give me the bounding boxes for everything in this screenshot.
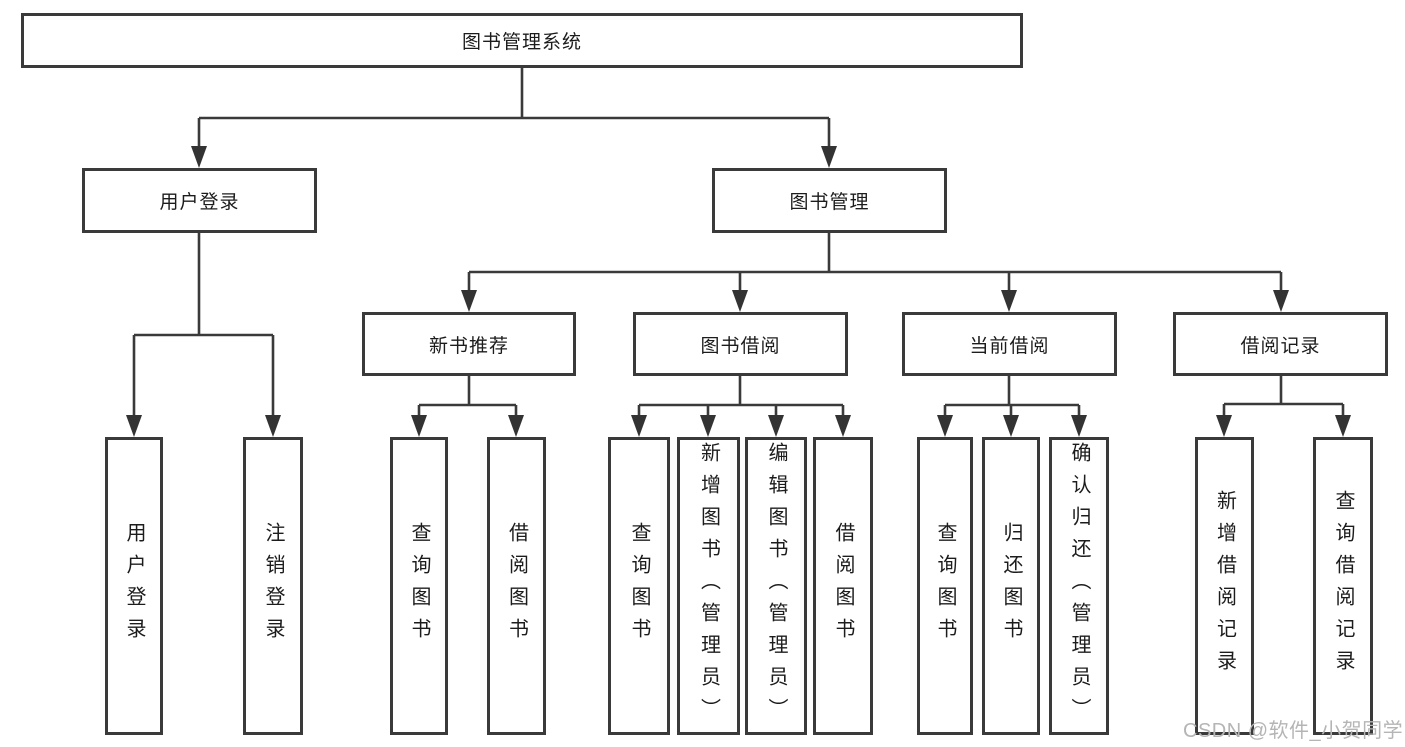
node-label: 编辑图书（管理员） bbox=[765, 442, 787, 730]
node-label: 图书管理 bbox=[789, 192, 870, 213]
node-label: 归还图书 bbox=[1000, 522, 1022, 650]
node-label: 当前借阅 bbox=[969, 335, 1050, 357]
leaf-logout: 注销登录 bbox=[243, 437, 303, 735]
node-user-login: 用户登录 bbox=[82, 168, 317, 233]
node-label: 新书推荐 bbox=[428, 335, 509, 357]
leaf-query-books-recommend: 查询图书 bbox=[390, 437, 448, 735]
node-new-book-recommendation: 新书推荐 bbox=[362, 312, 576, 376]
csdn-watermark: CSDN @软件_小贺同学 bbox=[1183, 720, 1404, 742]
node-library-management-system: 图书管理系统 bbox=[21, 13, 1023, 68]
node-label: 用户登录 bbox=[159, 192, 240, 213]
node-borrowing-records: 借阅记录 bbox=[1173, 312, 1388, 376]
leaf-query-books-borrowing: 查询图书 bbox=[608, 437, 670, 735]
node-label: 查询图书 bbox=[408, 522, 430, 650]
leaf-return-books: 归还图书 bbox=[982, 437, 1040, 735]
node-current-borrowing: 当前借阅 bbox=[902, 312, 1117, 376]
arrowheads bbox=[126, 146, 1351, 437]
node-label: 查询图书 bbox=[628, 522, 650, 650]
node-label: 新增借阅记录 bbox=[1213, 490, 1236, 682]
leaf-add-books-admin: 新增图书（管理员） bbox=[677, 437, 740, 735]
leaf-add-borrow-record: 新增借阅记录 bbox=[1195, 437, 1254, 735]
node-label: 用户登录 bbox=[123, 522, 145, 650]
node-label: 查询借阅记录 bbox=[1332, 490, 1354, 682]
node-label: 查询图书 bbox=[934, 522, 956, 650]
leaf-confirm-return-admin: 确认归还（管理员） bbox=[1049, 437, 1109, 735]
node-label: 借阅记录 bbox=[1240, 335, 1321, 357]
node-label: 借阅图书 bbox=[505, 522, 528, 650]
node-label: 图书管理系统 bbox=[461, 32, 582, 53]
node-label: 借阅图书 bbox=[832, 522, 854, 650]
node-label: 新增图书（管理员） bbox=[697, 442, 720, 730]
node-label: 图书借阅 bbox=[700, 335, 781, 357]
leaf-edit-books-admin: 编辑图书（管理员） bbox=[745, 437, 807, 735]
leaf-borrow-books-borrowing: 借阅图书 bbox=[813, 437, 873, 735]
node-label: 确认归还（管理员） bbox=[1068, 442, 1090, 730]
node-book-management: 图书管理 bbox=[712, 168, 947, 233]
node-label: 注销登录 bbox=[262, 522, 284, 650]
leaf-query-books-current: 查询图书 bbox=[917, 437, 973, 735]
leaf-user-login: 用户登录 bbox=[105, 437, 163, 735]
node-book-borrowing: 图书借阅 bbox=[633, 312, 848, 376]
leaf-borrow-books-recommend: 借阅图书 bbox=[487, 437, 546, 735]
leaf-query-borrow-record: 查询借阅记录 bbox=[1313, 437, 1373, 735]
